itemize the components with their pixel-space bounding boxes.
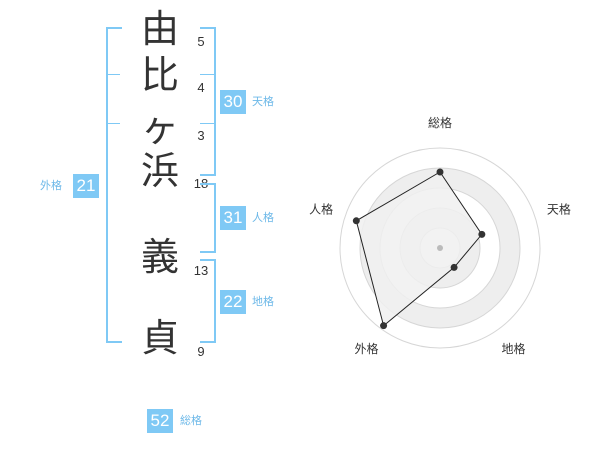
stroke-count-3: 3 bbox=[197, 128, 205, 143]
tenkaku-bracket-tick bbox=[200, 74, 214, 75]
soukaku-value-badge: 52 bbox=[147, 409, 173, 433]
radar-point-3 bbox=[450, 263, 458, 271]
name-char-4: 浜 bbox=[140, 149, 179, 193]
radar-point-4 bbox=[380, 322, 388, 330]
stroke-count-2: 4 bbox=[197, 80, 205, 95]
radar-data-points bbox=[352, 168, 486, 330]
jinkaku-label: 人格 bbox=[252, 211, 274, 224]
name-char-6: 貞 bbox=[140, 316, 179, 360]
jinkaku-value-badge: 31 bbox=[220, 206, 246, 230]
tenkaku-label: 天格 bbox=[252, 95, 274, 108]
soukaku-label: 総格 bbox=[180, 414, 202, 427]
gaikaku-value-badge: 21 bbox=[73, 174, 99, 198]
radar-axis-label-1: 総格 bbox=[428, 115, 452, 130]
tenkaku-value-badge: 30 bbox=[220, 90, 246, 114]
gaikaku-label: 外格 bbox=[40, 179, 62, 192]
tenkaku-bracket-tick bbox=[200, 123, 214, 124]
radar-point-1 bbox=[436, 168, 444, 176]
name-char-5: 義 bbox=[140, 235, 179, 279]
name-char-2: 比 bbox=[140, 53, 179, 97]
radar-axis-label-4: 外格 bbox=[355, 341, 379, 356]
stroke-count-1: 5 bbox=[197, 34, 205, 49]
stroke-count-6: 9 bbox=[197, 344, 205, 359]
radar-axis-label-2: 天格 bbox=[547, 201, 571, 216]
name-char-3: ヶ bbox=[140, 106, 179, 150]
tenkaku-bracket bbox=[200, 27, 216, 176]
gaikaku-bracket-tick bbox=[106, 74, 120, 75]
chikaku-value-badge: 22 bbox=[220, 290, 246, 314]
gaikaku-bracket-tick bbox=[106, 123, 120, 124]
stroke-count-5: 13 bbox=[193, 263, 209, 278]
radar-axis-label-5: 人格 bbox=[309, 201, 333, 216]
radar-point-2 bbox=[478, 230, 486, 238]
chikaku-label: 地格 bbox=[252, 295, 274, 308]
radar-axis-label-3: 地格 bbox=[501, 341, 525, 356]
radar-point-5 bbox=[352, 217, 360, 225]
gaikaku-bracket bbox=[106, 27, 122, 343]
radar-data-area bbox=[355, 171, 483, 327]
jinkaku-bracket bbox=[200, 183, 216, 253]
chikaku-bracket bbox=[200, 259, 216, 343]
radar-center-dot bbox=[437, 245, 443, 251]
name-char-1: 由 bbox=[140, 7, 179, 51]
